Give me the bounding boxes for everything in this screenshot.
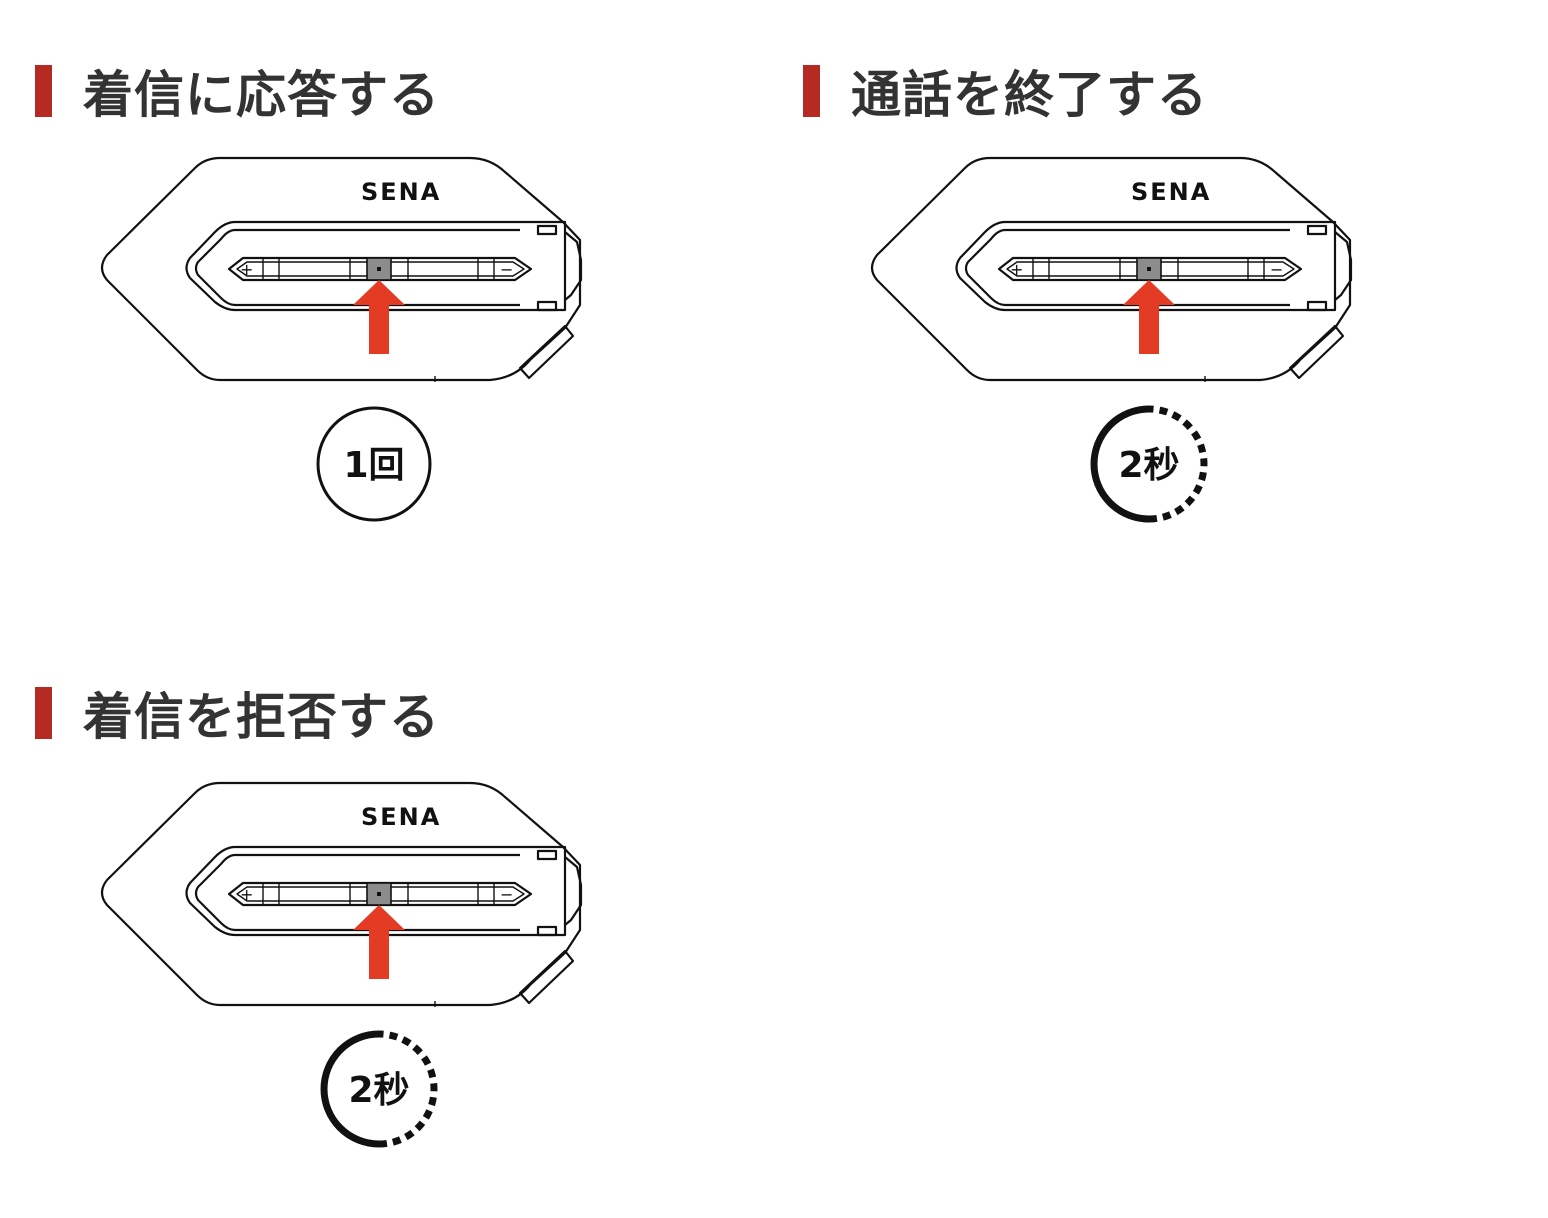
- section-heading: 着信を拒否する: [35, 677, 440, 749]
- section-heading: 通話を終了する: [803, 55, 1208, 127]
- section-title: 通話を終了する: [851, 66, 1208, 124]
- brand-logo: SENA: [361, 803, 441, 831]
- press-duration-label: 2秒: [1118, 445, 1179, 486]
- press-arrow-icon: [1123, 280, 1175, 354]
- plus-button-label: +: [240, 260, 253, 279]
- press-count-label: 1回: [343, 445, 404, 486]
- section-title: 着信を拒否する: [83, 688, 440, 746]
- minus-button-label: −: [500, 260, 513, 279]
- sena-device-illustration: + − SENA: [100, 781, 583, 1007]
- plus-button-label: +: [240, 885, 253, 904]
- brand-logo: SENA: [361, 178, 441, 206]
- accent-bar: [803, 65, 820, 117]
- press-arrow-icon: [353, 280, 405, 354]
- press-arrow-icon: [353, 905, 405, 979]
- press-duration-label: 2秒: [348, 1070, 409, 1111]
- hold-timer-icon: 2秒: [320, 1030, 438, 1148]
- sena-device-illustration: + − SENA: [870, 156, 1353, 382]
- hold-timer-icon: 2秒: [1090, 405, 1208, 523]
- brand-logo: SENA: [1131, 178, 1211, 206]
- sena-device-illustration: + − SENA: [100, 156, 583, 382]
- circle-icon: 1回: [316, 406, 432, 522]
- accent-bar: [35, 65, 52, 117]
- plus-button-label: +: [1010, 260, 1023, 279]
- section-heading: 着信に応答する: [35, 55, 440, 127]
- section-title: 着信に応答する: [83, 66, 440, 124]
- accent-bar: [35, 687, 52, 739]
- minus-button-label: −: [1270, 260, 1283, 279]
- minus-button-label: −: [500, 885, 513, 904]
